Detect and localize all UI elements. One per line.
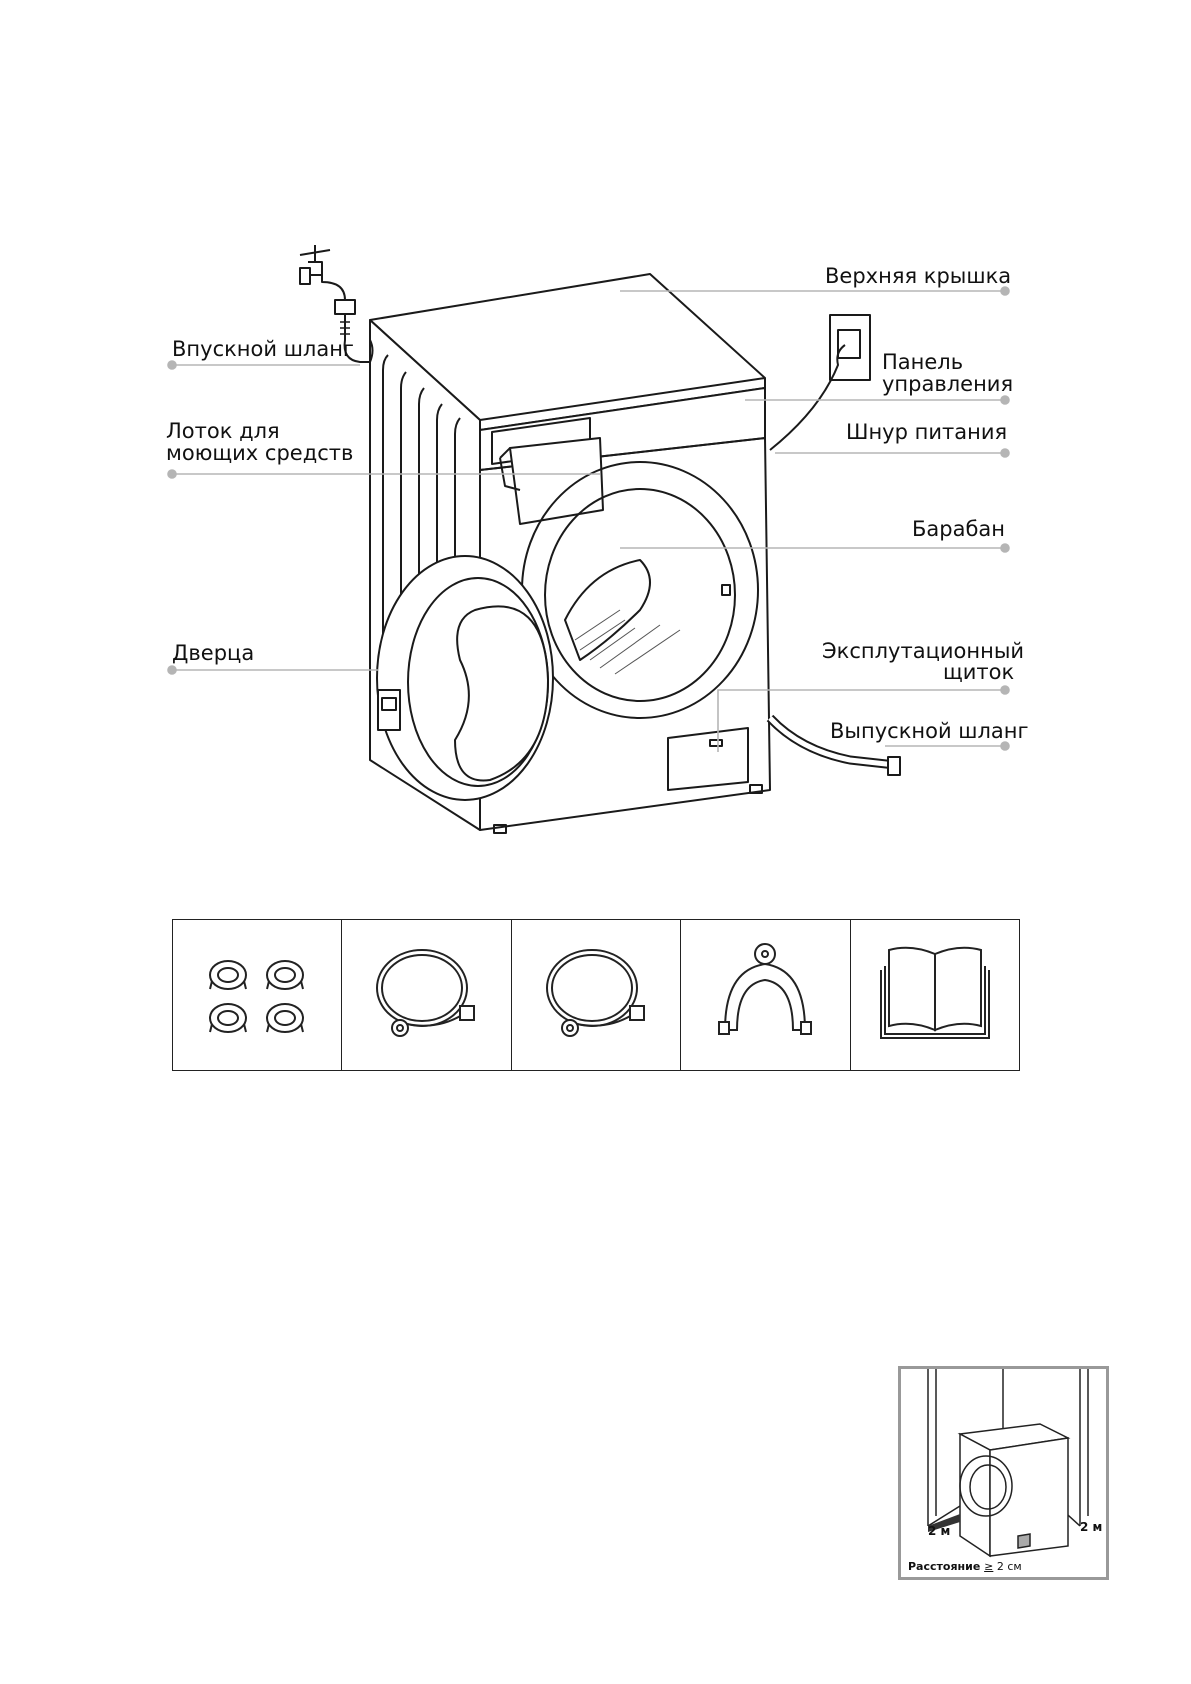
label-top-cover: Верхняя крышка: [825, 264, 1012, 288]
door-glass: [454, 605, 549, 782]
hose-holder-icon: [718, 943, 813, 1035]
accessory-manual: [851, 920, 1019, 1070]
accessory-leveling-feet: [173, 920, 343, 1070]
left-clearance-label: 2 м: [928, 1524, 951, 1538]
label-power-cord: Шнур питания: [846, 420, 1008, 444]
leveling-feet-icon: [209, 960, 304, 1033]
accessory-inlet-hose-2: [512, 920, 682, 1070]
distance-symbol: ≥: [984, 1560, 994, 1573]
accessories-table: [172, 919, 1020, 1071]
label-control-panel-1: Панель: [882, 350, 964, 374]
label-inlet-hose: Впускной шланг: [172, 337, 354, 361]
book-icon: [879, 946, 990, 1039]
power-cord: [769, 344, 846, 451]
hose-icon: [545, 949, 645, 1037]
label-control-panel-2: управления: [882, 372, 1014, 396]
faucet: [299, 245, 346, 312]
label-service-panel-1: Эксплутационный: [822, 639, 1025, 663]
label-outlet-hose: Выпускной шланг: [830, 719, 1029, 743]
distance-value: 2 см: [993, 1560, 1022, 1573]
accessory-inlet-hose-1: [342, 920, 512, 1070]
inlet-hose: [343, 314, 374, 363]
distance-caption: Расстояние ≥ 2 см: [908, 1560, 1022, 1573]
service-panel: [667, 727, 749, 791]
drum-inner: [544, 488, 736, 702]
label-detergent-tray-2: моющих средств: [166, 441, 354, 465]
washing-machine-diagram: [167, 245, 1010, 834]
distance-prefix: Расстояние: [908, 1560, 985, 1573]
detergent-drawer: [509, 437, 604, 525]
accessory-hose-holder: [681, 920, 851, 1070]
label-door: Дверца: [172, 641, 255, 665]
installation-diagram: 2 м 2 м Расстояние ≥ 2 см: [898, 1366, 1109, 1580]
hose-icon: [376, 949, 476, 1037]
label-detergent-tray-1: Лоток для: [166, 419, 280, 443]
installation-illustration: [898, 1366, 1109, 1580]
label-service-panel-2: щиток: [943, 660, 1015, 684]
label-drum: Барабан: [912, 517, 1006, 541]
right-clearance-label: 2 м: [1080, 1520, 1103, 1534]
